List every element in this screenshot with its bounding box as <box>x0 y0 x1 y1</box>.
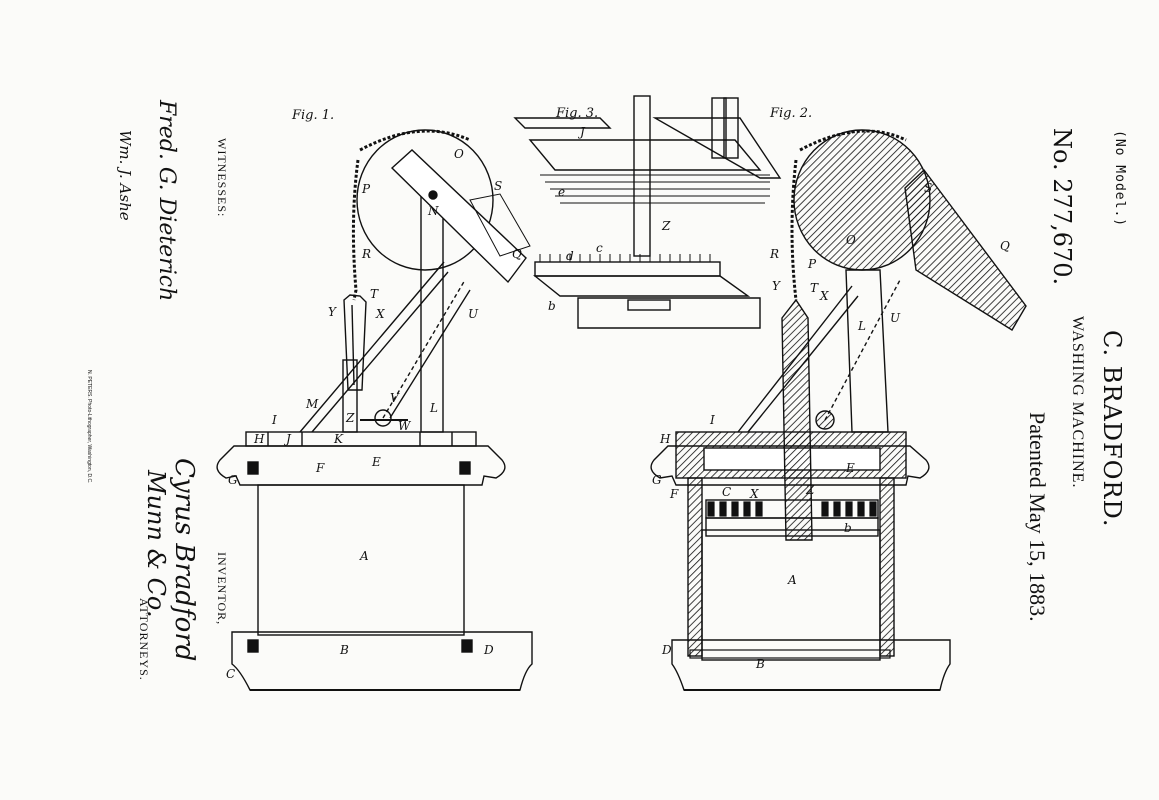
part-letter: R <box>361 247 371 261</box>
part-letter: J <box>283 432 292 446</box>
fig1-top-frame <box>216 445 506 486</box>
part-letter: S <box>924 181 932 195</box>
fig1-post <box>420 189 444 433</box>
part-letter: P <box>807 257 817 271</box>
part-letter: H <box>659 432 671 446</box>
no-model-note: (No Model.) <box>1112 130 1127 228</box>
witnesses-label: WITNESSES: <box>215 138 229 218</box>
part-letter: A <box>359 549 369 563</box>
part-letter: D <box>661 643 672 657</box>
part-letter: Y <box>772 279 781 293</box>
part-letter: M <box>305 397 319 411</box>
fig3-label: Fig. 3. <box>556 106 599 121</box>
part-letter: N <box>427 204 439 218</box>
part-letter: E <box>845 461 855 475</box>
part-letter: F <box>315 461 325 475</box>
fig1-label: Fig. 1. <box>292 108 335 123</box>
fig1-wheel <box>356 129 494 271</box>
part-letter: b <box>548 299 556 313</box>
fig2-base <box>671 639 951 691</box>
inventor-label: INVENTOR, <box>215 552 229 626</box>
part-letter: H <box>253 432 265 446</box>
fig3-drawing <box>513 95 782 329</box>
part-letter: C <box>226 667 235 681</box>
part-letter: Q <box>1000 239 1010 253</box>
part-letter: K <box>333 432 344 446</box>
printer-credit: N. PETERS. Photo-Lithographer, Washingto… <box>86 370 92 484</box>
part-letter: U <box>468 307 479 321</box>
part-letter: F <box>669 487 679 501</box>
part-letter: L <box>857 319 866 333</box>
part-letter: D <box>483 643 494 657</box>
inventor-signature: Cyrus Bradford <box>169 458 199 661</box>
fig1-part-letters: O P N S R Q T Y X U M Z V L W I H J K F … <box>226 147 522 681</box>
fig2-tub-wall-left <box>687 477 703 657</box>
part-letter: T <box>810 281 819 295</box>
part-letter: P <box>361 182 371 196</box>
patent-date: Patented May 15, 1883. <box>1025 412 1050 622</box>
part-letter: Q <box>512 247 522 261</box>
part-letter: b <box>844 521 852 535</box>
part-letter: Z <box>805 483 815 497</box>
inventor-signatures: Cyrus Bradford Munn & Co. <box>142 458 199 661</box>
witness-signature-2: Wm. J. Ashe <box>116 130 134 221</box>
part-letter: A <box>787 573 797 587</box>
part-letter: Z <box>345 411 355 425</box>
part-letter: O <box>846 233 856 247</box>
fig2-label: Fig. 2. <box>770 106 813 121</box>
part-letter: S <box>494 179 502 193</box>
part-letter: B <box>755 657 765 671</box>
fig1-base <box>231 631 533 691</box>
part-letter: G <box>652 473 662 487</box>
part-letter: c <box>596 241 603 255</box>
fig2-drawing <box>650 129 1027 691</box>
fig3-part-letters: J e Z d c b <box>548 125 671 313</box>
part-letter: L <box>429 401 438 415</box>
attorneys-label: ATTORNEYS. <box>137 598 151 681</box>
part-letter: Z <box>661 219 671 233</box>
witness-signatures: Fred. G. Dieterich Wm. J. Ashe <box>116 99 179 301</box>
fig2-plunger <box>781 298 813 541</box>
part-letter: X <box>749 487 759 501</box>
part-letter: I <box>709 413 715 427</box>
part-letter: X <box>375 307 385 321</box>
part-letter: O <box>454 147 464 161</box>
part-letter: X <box>819 289 829 303</box>
part-letter: R <box>769 247 779 261</box>
part-letter: I <box>271 413 277 427</box>
fig1-plunger <box>343 294 367 391</box>
fig1-drawing <box>216 129 533 691</box>
part-letter: B <box>339 643 349 657</box>
part-letter: J <box>577 125 586 139</box>
witness-signature-1: Fred. G. Dieterich <box>154 99 179 301</box>
fig3-comb <box>534 261 721 277</box>
attorneys-signature: Munn & Co. <box>142 469 170 618</box>
part-letter: Y <box>328 305 337 319</box>
part-letter: V <box>390 391 400 405</box>
fig2-part-letters: O S R P Q Y T X L U I H E F G C X Z b A … <box>652 181 1010 671</box>
part-letter: d <box>566 249 574 263</box>
fig1-chute <box>390 149 527 284</box>
part-letter: W <box>398 419 412 433</box>
invention-title: WASHING MACHINE. <box>1069 316 1086 489</box>
patent-number: No. 277,670. <box>1048 128 1076 286</box>
inventor-name: C. BRADFORD. <box>1098 330 1126 528</box>
part-letter: T <box>370 287 379 301</box>
part-letter: C <box>722 485 731 499</box>
fig2-tub-wall-right <box>879 477 895 657</box>
fig1-chain <box>351 159 360 301</box>
part-letter: e <box>558 185 565 199</box>
part-letter: U <box>890 311 901 325</box>
part-letter: E <box>371 455 381 469</box>
fig2-chute <box>904 168 1027 331</box>
part-letter: G <box>228 473 238 487</box>
